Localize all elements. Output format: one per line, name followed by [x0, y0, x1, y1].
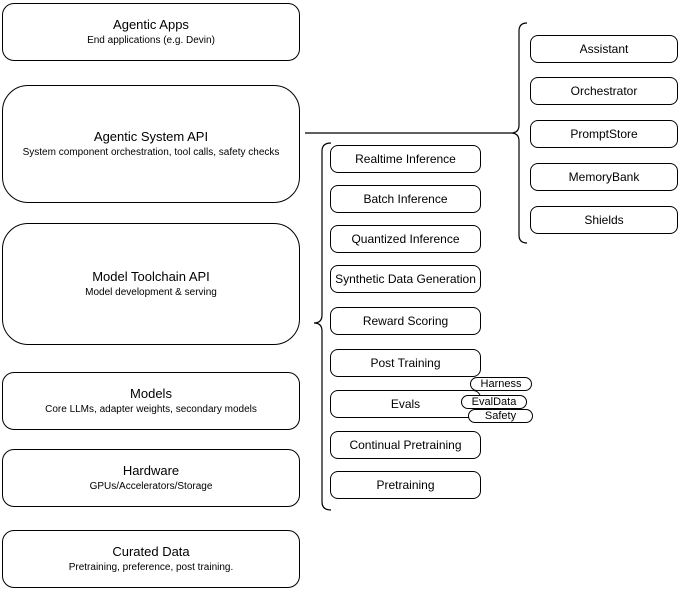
box-pretraining: Pretraining	[330, 471, 481, 499]
box-subtitle: Core LLMs, adapter weights, secondary mo…	[45, 404, 257, 415]
box-title: Curated Data	[112, 544, 190, 559]
box-subtitle: End applications (e.g. Devin)	[87, 35, 215, 46]
box-promptstore: PromptStore	[530, 120, 678, 148]
box-synthetic-data-generation: Synthetic Data Generation	[330, 265, 481, 293]
box-quantized-inference: Quantized Inference	[330, 225, 481, 253]
box-batch-inference: Batch Inference	[330, 185, 481, 213]
box-reward-scoring: Reward Scoring	[330, 307, 481, 335]
box-memorybank: MemoryBank	[530, 163, 678, 191]
box-shields: Shields	[530, 206, 678, 234]
box-title: Hardware	[122, 463, 180, 478]
box-subtitle: GPUs/Accelerators/Storage	[89, 481, 213, 492]
box-subtitle: Model development & serving	[85, 287, 217, 298]
box-title: Agentic System API	[93, 129, 209, 144]
box-agentic-apps: Agentic Apps End applications (e.g. Devi…	[2, 3, 300, 61]
box-model-toolchain-api: Model Toolchain API Model development & …	[2, 223, 300, 345]
box-continual-pretraining: Continual Pretraining	[330, 431, 481, 459]
box-realtime-inference: Realtime Inference	[330, 145, 481, 173]
right-column-brace	[510, 22, 528, 244]
tag-safety: Safety	[468, 409, 533, 423]
box-evals: Evals	[330, 390, 481, 418]
tag-evaldata: EvalData	[461, 395, 527, 409]
box-subtitle: System component orchestration, tool cal…	[22, 147, 280, 158]
box-title: Model Toolchain API	[92, 269, 210, 284]
box-title: Agentic Apps	[113, 17, 189, 32]
box-assistant: Assistant	[530, 35, 678, 63]
middle-column-brace	[313, 142, 332, 511]
box-subtitle: Pretraining, preference, post training.	[68, 562, 234, 573]
box-curated-data: Curated Data Pretraining, preference, po…	[2, 530, 300, 588]
box-orchestrator: Orchestrator	[530, 77, 678, 105]
tag-harness: Harness	[470, 377, 532, 391]
box-agentic-system-api: Agentic System API System component orch…	[2, 85, 300, 203]
box-post-training: Post Training	[330, 349, 481, 377]
box-hardware: Hardware GPUs/Accelerators/Storage	[2, 449, 300, 507]
box-models: Models Core LLMs, adapter weights, secon…	[2, 372, 300, 430]
box-title: Models	[130, 386, 172, 401]
